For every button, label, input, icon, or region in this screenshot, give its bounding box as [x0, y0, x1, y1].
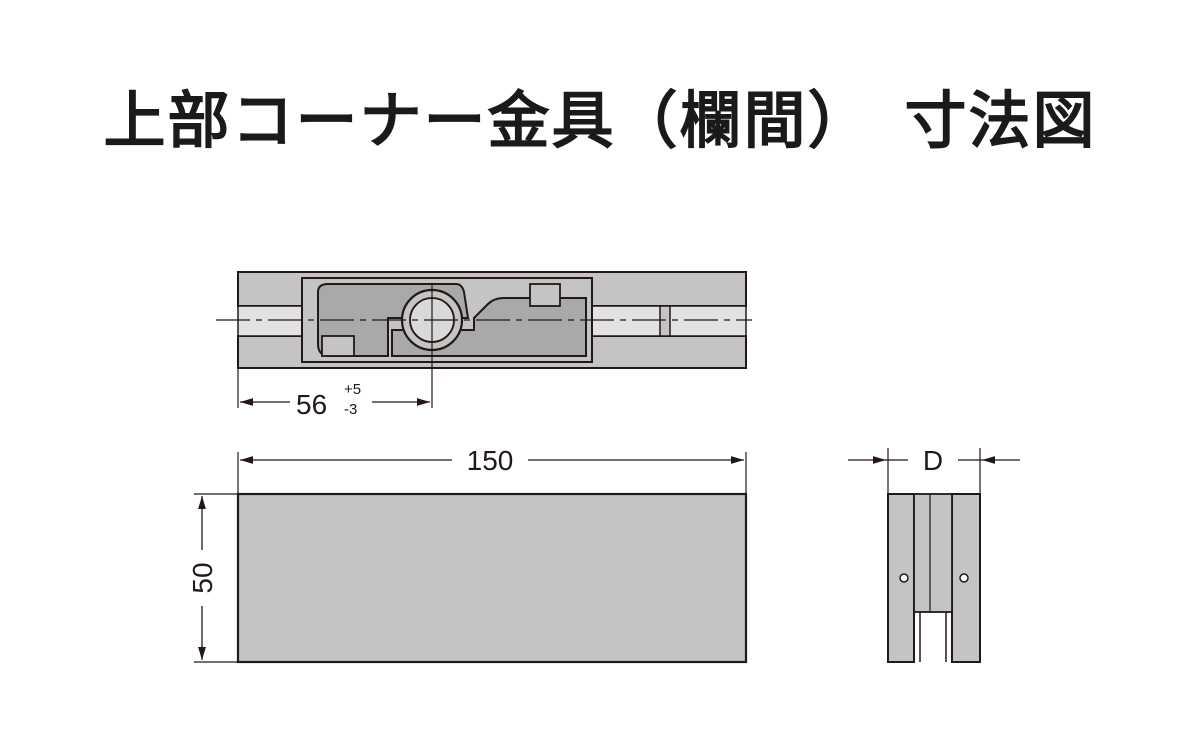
offset-dimension: 56 +5 -3 [240, 381, 430, 420]
offset-tolerance-plus: +5 [344, 381, 361, 398]
front-view [194, 452, 748, 664]
height-value: 50 [187, 562, 218, 593]
page-title: 上部コーナー金具（欄間） 寸法図 [103, 84, 1097, 157]
depth-label: D [923, 445, 943, 476]
offset-value: 56 [296, 389, 327, 420]
side-view [887, 448, 981, 663]
height-dimension: 50 [187, 496, 218, 660]
length-dimension: 150 [240, 445, 744, 476]
length-value: 150 [467, 445, 514, 476]
offset-tolerance-minus: -3 [344, 401, 357, 418]
top-view [216, 271, 752, 408]
depth-dimension: D [848, 445, 1020, 476]
